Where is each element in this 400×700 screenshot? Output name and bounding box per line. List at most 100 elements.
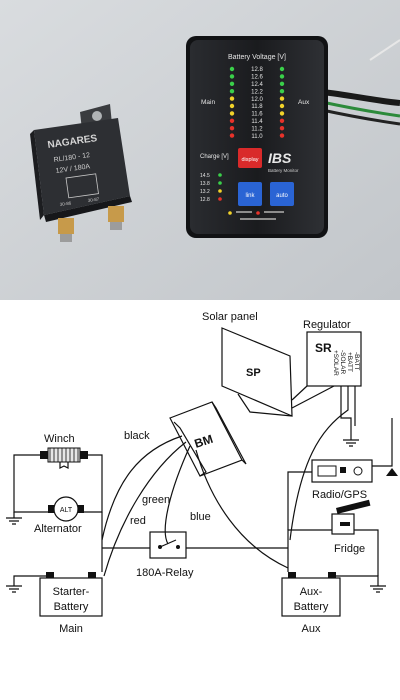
wire-black-label: black xyxy=(124,430,150,442)
aux-voltage-led xyxy=(279,126,285,131)
display-button-label: display xyxy=(241,157,258,163)
bottom-indicator-leds xyxy=(228,211,284,220)
display-button[interactable]: display xyxy=(238,148,262,168)
wiring-diagram: Solar panel SP Regulator SR -BATT +BATT … xyxy=(0,300,400,700)
main-voltage-led xyxy=(229,126,235,131)
fridge xyxy=(331,499,371,535)
ground-symbol-starter xyxy=(6,585,22,593)
ground-symbol-aux xyxy=(370,585,386,593)
aux-voltage-led xyxy=(279,118,285,124)
relay-symbol xyxy=(149,531,187,559)
main-voltage-led xyxy=(229,133,235,138)
winch xyxy=(40,447,88,469)
auto-button-label: auto xyxy=(276,193,288,199)
aux-voltage-led xyxy=(279,89,285,94)
ground-symbol-alternator xyxy=(6,517,22,525)
battery-monitor-device: Battery Voltage [V] Main Aux 12.812.612.… xyxy=(186,36,328,238)
solar-panel: SP xyxy=(221,327,293,417)
voltage-value-label: 11.8 xyxy=(251,104,263,110)
wire-red-label: red xyxy=(130,515,146,527)
ground-symbol-regulator xyxy=(343,439,359,447)
aux-voltage-led xyxy=(279,81,285,87)
regulator-terminal-pos-solar: +SOLAR xyxy=(332,350,339,376)
monitor-main-label: Main xyxy=(201,99,215,106)
monitor-charge-label-text: Charge [V] xyxy=(200,154,229,160)
starter-battery: Starter- Battery xyxy=(39,572,103,617)
aux-voltage-led xyxy=(279,66,285,72)
main-voltage-led xyxy=(229,81,235,87)
main-voltage-led xyxy=(229,103,235,109)
relay-terminal-studs xyxy=(58,206,124,242)
regulator-label: Regulator xyxy=(303,319,351,331)
aux-voltage-led xyxy=(279,74,285,79)
main-voltage-led xyxy=(229,96,235,101)
charge-value-label: 12.8 xyxy=(200,197,210,203)
voltage-value-label: 11.6 xyxy=(251,112,263,118)
voltage-value-label: 12.0 xyxy=(251,97,263,103)
monitor-charge-label: Charge [V] xyxy=(200,154,229,160)
relay-terminal-2: 30-87 xyxy=(87,196,100,203)
monitor-voltage-title: Battery Voltage [V] xyxy=(228,54,286,61)
charge-led-scale: 14.513.813.212.8 xyxy=(200,173,222,203)
aux-battery-label: Aux xyxy=(302,623,321,635)
fridge-label: Fridge xyxy=(334,543,365,555)
main-voltage-led xyxy=(229,111,235,116)
regulator-terminal-pos-batt: +BATT xyxy=(346,352,353,372)
product-photo: NAGARES RL/180 - 12 12V / 180A 30-86 30-… xyxy=(0,0,400,300)
relay-device: NAGARES RL/180 - 12 12V / 180A 30-86 30-… xyxy=(30,104,132,242)
wiring xyxy=(13,385,398,586)
wire-green-label: green xyxy=(142,494,170,506)
regulator-terminal-neg-solar: -SOLAR xyxy=(339,350,346,375)
voltage-value-label: 12.4 xyxy=(251,82,263,88)
starter-battery-line1: Starter- xyxy=(53,586,90,598)
regulator-terminal-neg-batt: -BATT xyxy=(353,352,360,370)
main-battery-label: Main xyxy=(59,623,83,635)
battery-monitor-symbol: BM xyxy=(169,401,247,477)
link-button-label: link xyxy=(245,193,255,199)
voltage-value-label: 11.4 xyxy=(251,119,263,125)
charge-led xyxy=(218,189,222,193)
aux-voltage-led xyxy=(279,133,285,138)
charge-led xyxy=(218,181,222,185)
cables xyxy=(321,39,400,126)
wire-blue-label: blue xyxy=(190,511,211,523)
solar-panel-label: Solar panel xyxy=(202,311,258,323)
alternator: ALT xyxy=(48,496,84,522)
charge-led xyxy=(218,197,222,201)
regulator-abbrev: SR xyxy=(315,341,332,355)
alternator-abbrev: ALT xyxy=(60,507,73,514)
charge-led xyxy=(218,173,222,177)
radio-gps xyxy=(311,459,373,483)
voltage-value-label: 11.0 xyxy=(251,134,263,140)
aux-battery: Aux- Battery xyxy=(281,572,341,617)
voltage-value-label: 11.2 xyxy=(251,126,263,132)
relay-label: 180A-Relay xyxy=(136,567,194,579)
main-voltage-led xyxy=(229,118,235,124)
relay-terminal-1: 30-86 xyxy=(59,200,72,207)
aux-voltage-led xyxy=(279,103,285,109)
voltage-value-label: 12.6 xyxy=(251,75,263,81)
radio-gps-label: Radio/GPS xyxy=(312,489,367,501)
voltage-value-label: 12.2 xyxy=(251,89,263,95)
aux-battery-line1: Aux- xyxy=(300,586,323,598)
main-voltage-led xyxy=(229,74,235,79)
charge-value-label: 13.8 xyxy=(200,181,210,187)
auto-button[interactable]: auto xyxy=(270,182,294,206)
solar-panel-abbrev: SP xyxy=(246,367,261,379)
aux-voltage-led xyxy=(279,111,285,116)
voltage-led-scale: 12.8 12.612.412.2 12.011.8 11.611.411.2 11.0 xyxy=(229,66,285,140)
regulator: SR -BATT +BATT -SOLAR +SOLAR xyxy=(306,331,362,387)
charge-value-label: 14.5 xyxy=(200,173,210,179)
main-voltage-led xyxy=(229,89,235,94)
link-button[interactable]: link xyxy=(238,182,262,206)
main-voltage-led xyxy=(229,66,235,72)
aux-voltage-led xyxy=(279,96,285,101)
monitor-brand-sub: Battery Monitor xyxy=(268,168,299,173)
winch-label: Winch xyxy=(44,433,75,445)
monitor-brand: IBS xyxy=(268,150,292,166)
monitor-aux-label: Aux xyxy=(298,99,310,106)
alternator-label: Alternator xyxy=(34,523,82,535)
starter-battery-line2: Battery xyxy=(54,601,89,613)
voltage-value-label: 12.8 xyxy=(251,67,263,73)
